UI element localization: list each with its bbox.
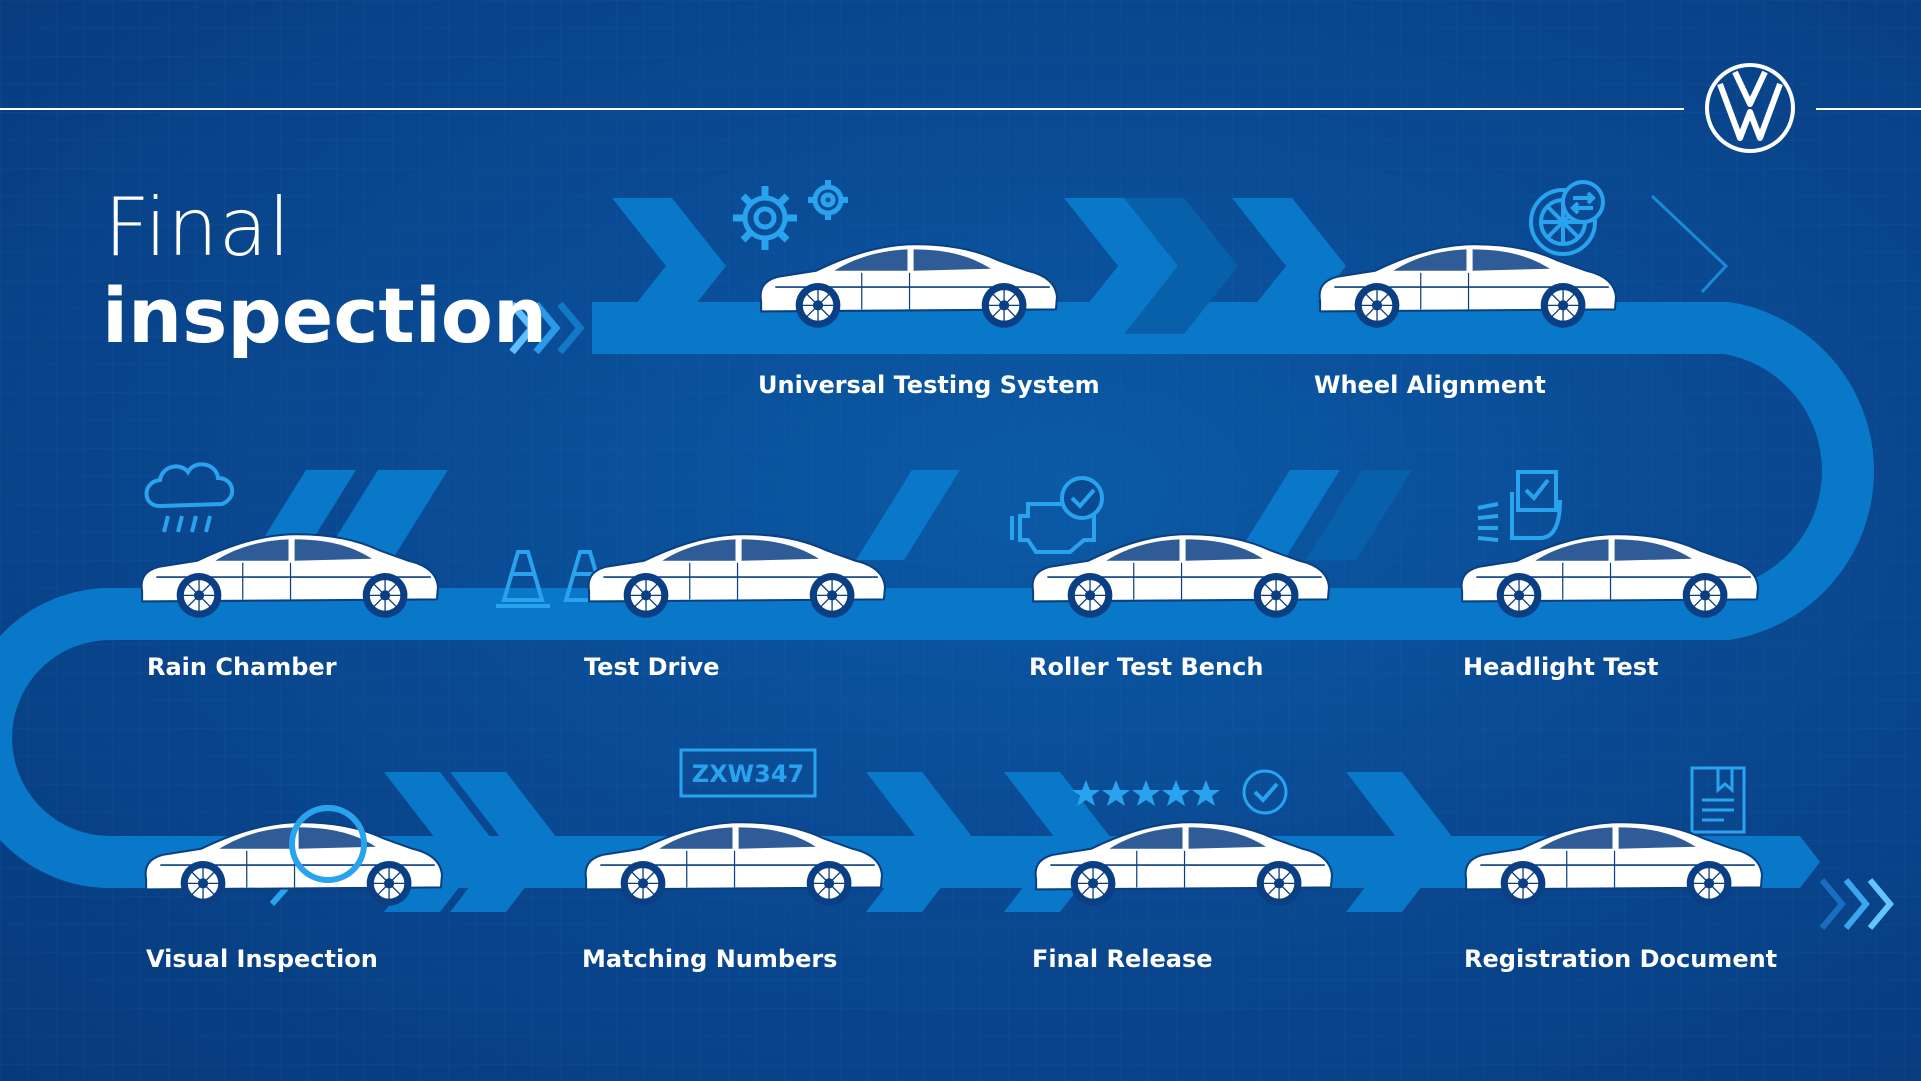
process-path bbox=[0, 302, 1874, 888]
stage-label-final-release: Final Release bbox=[1032, 945, 1213, 973]
outline-chevron bbox=[1650, 194, 1729, 294]
stage-label-headlight-test: Headlight Test bbox=[1463, 653, 1659, 681]
document-icon bbox=[1690, 766, 1746, 834]
title-chevrons-icon bbox=[509, 301, 585, 355]
stage-label-rain-chamber: Rain Chamber bbox=[147, 653, 337, 681]
stage-label-registration-document: Registration Document bbox=[1464, 945, 1778, 973]
stage-label-matching-numbers: Matching Numbers bbox=[582, 945, 838, 973]
stage-label-roller-test-bench: Roller Test Bench bbox=[1029, 653, 1264, 681]
license-plate-text: ZXW347 bbox=[692, 760, 804, 788]
title-line-1: Final bbox=[104, 181, 291, 274]
path-arrowhead bbox=[1800, 836, 1820, 888]
gears-icon bbox=[733, 180, 848, 250]
stage-label-universal-testing-system: Universal Testing System bbox=[758, 371, 1100, 399]
stage-label-visual-inspection: Visual Inspection bbox=[146, 945, 378, 973]
headlight-check-icon bbox=[1477, 470, 1562, 542]
end-chevrons-icon bbox=[1819, 878, 1894, 930]
engine-check-icon bbox=[1010, 476, 1104, 554]
wheel-alignment-icon bbox=[1529, 180, 1605, 256]
vw-logo-icon bbox=[1705, 63, 1795, 153]
stage-label-wheel-alignment: Wheel Alignment bbox=[1314, 371, 1546, 399]
license-plate-icon: ZXW347 bbox=[679, 748, 817, 798]
title-line-2: inspection bbox=[102, 271, 548, 360]
stage-label-test-drive: Test Drive bbox=[584, 653, 720, 681]
rain-cloud-icon bbox=[144, 462, 234, 533]
magnifier-lens-overlay bbox=[289, 805, 367, 883]
five-stars-check-icon bbox=[1072, 769, 1288, 815]
path-chevrons bbox=[250, 198, 1456, 912]
